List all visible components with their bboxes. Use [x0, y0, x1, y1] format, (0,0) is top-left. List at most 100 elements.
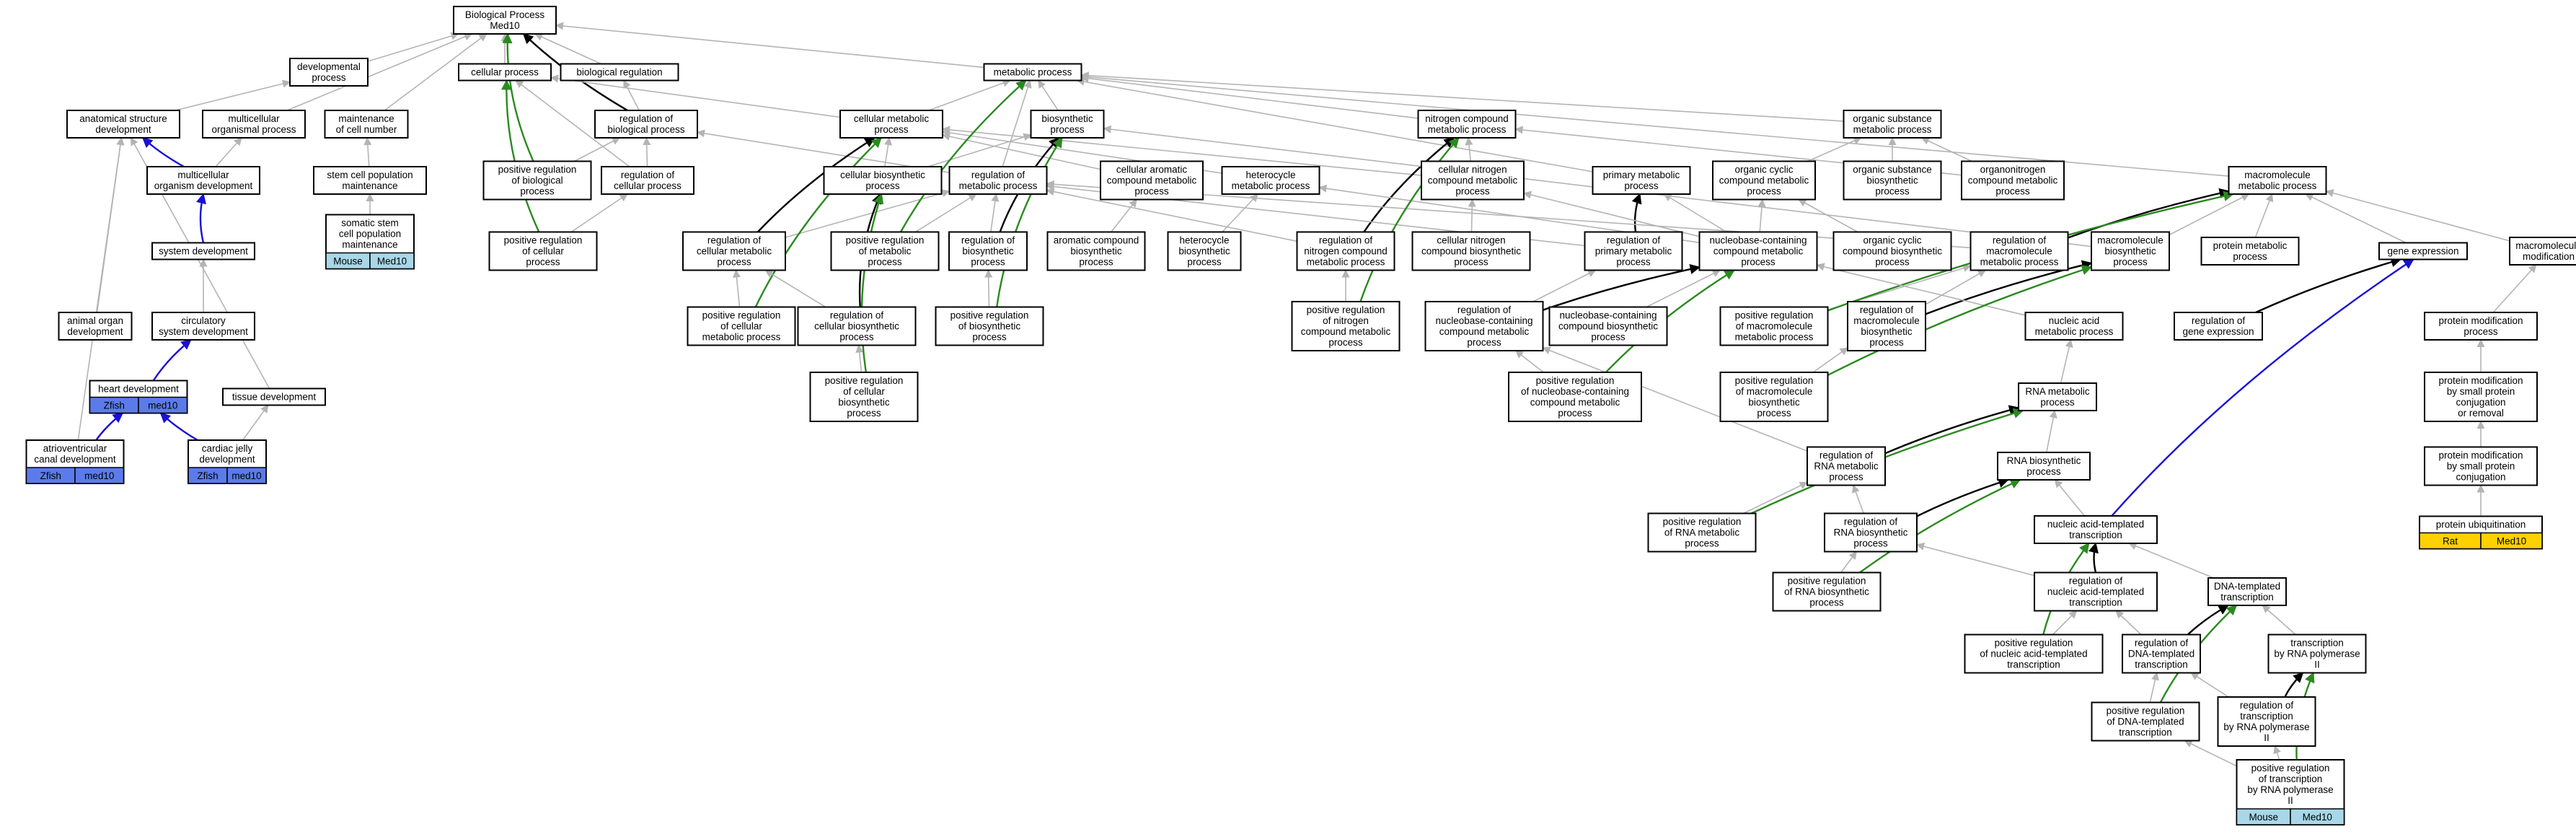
go-node-label: process: [2040, 397, 2075, 408]
go-node-label: by small protein: [2447, 386, 2515, 397]
edge-gray: [2305, 193, 2407, 244]
go-node-metproc[interactable]: metabolic process: [983, 63, 1082, 82]
go-node-label: process: [526, 257, 560, 268]
go-node-sysdev[interactable]: system development: [151, 242, 255, 260]
go-node-label: process: [1685, 538, 1719, 549]
go-node-regnucbase[interactable]: regulation ofnucleobase-containingcompou…: [1424, 301, 1544, 351]
edge-black: [1631, 193, 1642, 232]
edge-gray: [2046, 409, 2057, 453]
go-node-label: organonitrogen: [1980, 165, 2046, 175]
edge-blue: [195, 193, 206, 243]
go-node-cellproc[interactable]: cellular process: [458, 63, 552, 82]
go-node-label: II: [2264, 732, 2270, 743]
go-node-tissuedev[interactable]: tissue development: [222, 387, 326, 406]
go-node-label: positive regulation: [1307, 304, 1385, 315]
edge-black: [2284, 672, 2304, 698]
go-node-label: nitrogen compound: [1304, 246, 1388, 257]
go-node-geneexp[interactable]: gene expression: [2378, 242, 2468, 260]
edge-green: [1359, 136, 1460, 302]
go-node-label: compound metabolic: [1301, 326, 1391, 337]
go-node-bioreg[interactable]: biological regulation: [560, 63, 679, 82]
go-node-regmacrobio[interactable]: regulation ofmacromoleculebiosyntheticpr…: [1847, 301, 1926, 351]
go-node-label: regulation of: [1457, 304, 1512, 315]
